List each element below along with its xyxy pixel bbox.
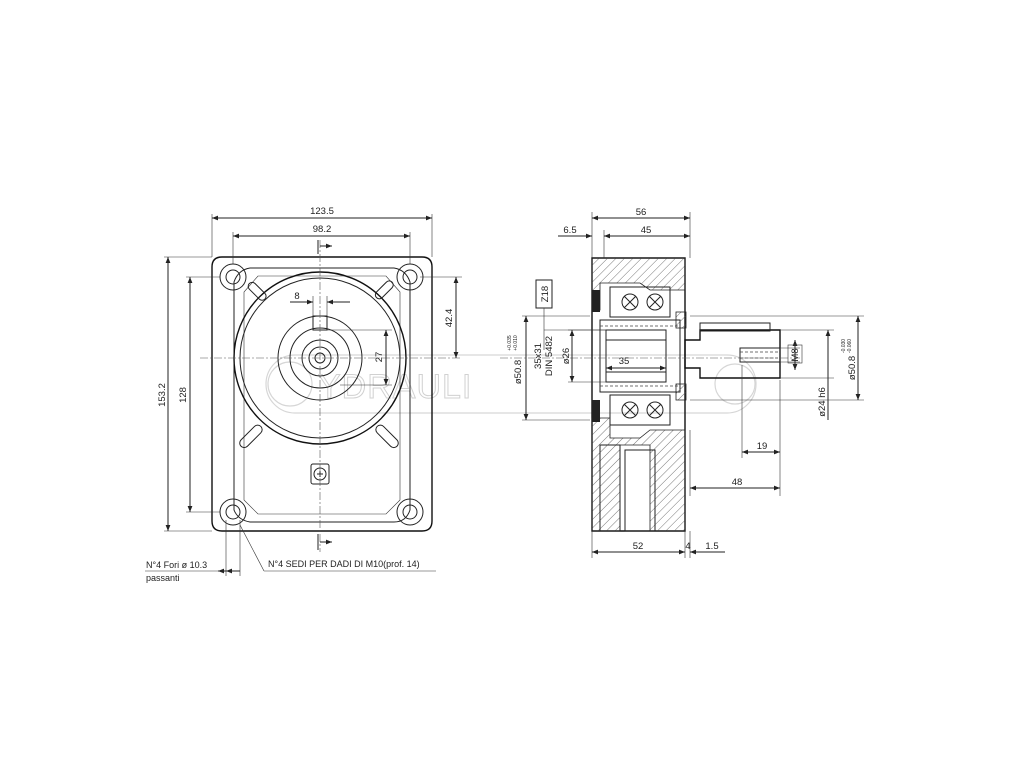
dim-height-holes: 128	[178, 387, 189, 403]
dim-flange-len: 52	[633, 541, 644, 552]
dim-shaft-len: 48	[732, 477, 743, 488]
side-section-view: Z18	[500, 257, 800, 532]
dim-bore-dia: ø26	[561, 348, 572, 364]
centering-tol-upper: -0.030	[841, 339, 847, 353]
dim-length-total: 56	[636, 207, 647, 218]
mounting-hole	[219, 498, 247, 526]
holes-note-line2: passanti	[146, 573, 180, 583]
dim-thread-depth: 19	[757, 441, 768, 452]
dim-length-body: 45	[641, 225, 652, 236]
nut-seats-note: N°4 SEDI PER DADI DI M10(prof. 14)	[239, 524, 436, 572]
dim-pilot-dia: ø50.8	[513, 360, 524, 384]
dim-port-offset: 27	[374, 352, 385, 363]
spline-norm: DIN 5482	[544, 336, 555, 376]
spline-label: Z18	[540, 286, 551, 302]
centering-tol-lower: -0.060	[847, 339, 853, 353]
front-view	[200, 240, 460, 552]
holes-note: N°4 Fori ø 10.3 passanti	[145, 520, 241, 583]
front-dimensions: 123.5 98.2 153.2 128 42.4 8 27	[157, 206, 462, 532]
dim-bore-len: 35	[619, 356, 630, 367]
dim-flange-step: 6.5	[563, 225, 576, 236]
dim-width-overall: 123.5	[310, 206, 334, 217]
dim-height-overall: 153.2	[157, 383, 168, 407]
dim-offset-upper: 42.4	[444, 309, 455, 328]
spline-spec: 35x31	[533, 343, 544, 369]
mounting-hole	[219, 263, 247, 291]
dim-thread: M8	[790, 348, 801, 361]
dim-port-width: 8	[294, 291, 299, 302]
nut-seats-note-text: N°4 SEDI PER DADI DI M10(prof. 14)	[268, 559, 420, 569]
mounting-hole	[396, 498, 424, 526]
pilot-tol-lower: +0.010	[513, 335, 519, 351]
dim-shaft-dia: ø24 h6	[817, 387, 828, 417]
dim-gap-b: 1.5	[705, 541, 718, 552]
dim-gap-a: 4	[685, 541, 690, 552]
dim-width-holes: 98.2	[313, 224, 332, 235]
pilot-tol-upper: +0.035	[507, 335, 513, 351]
holes-note-line1: N°4 Fori ø 10.3	[146, 560, 207, 570]
side-dimensions: 56 45 6.5 ø50.8 +0.035 +0.010 35x31 DIN …	[507, 207, 864, 558]
dim-centering-dia: ø50.8	[847, 356, 858, 380]
